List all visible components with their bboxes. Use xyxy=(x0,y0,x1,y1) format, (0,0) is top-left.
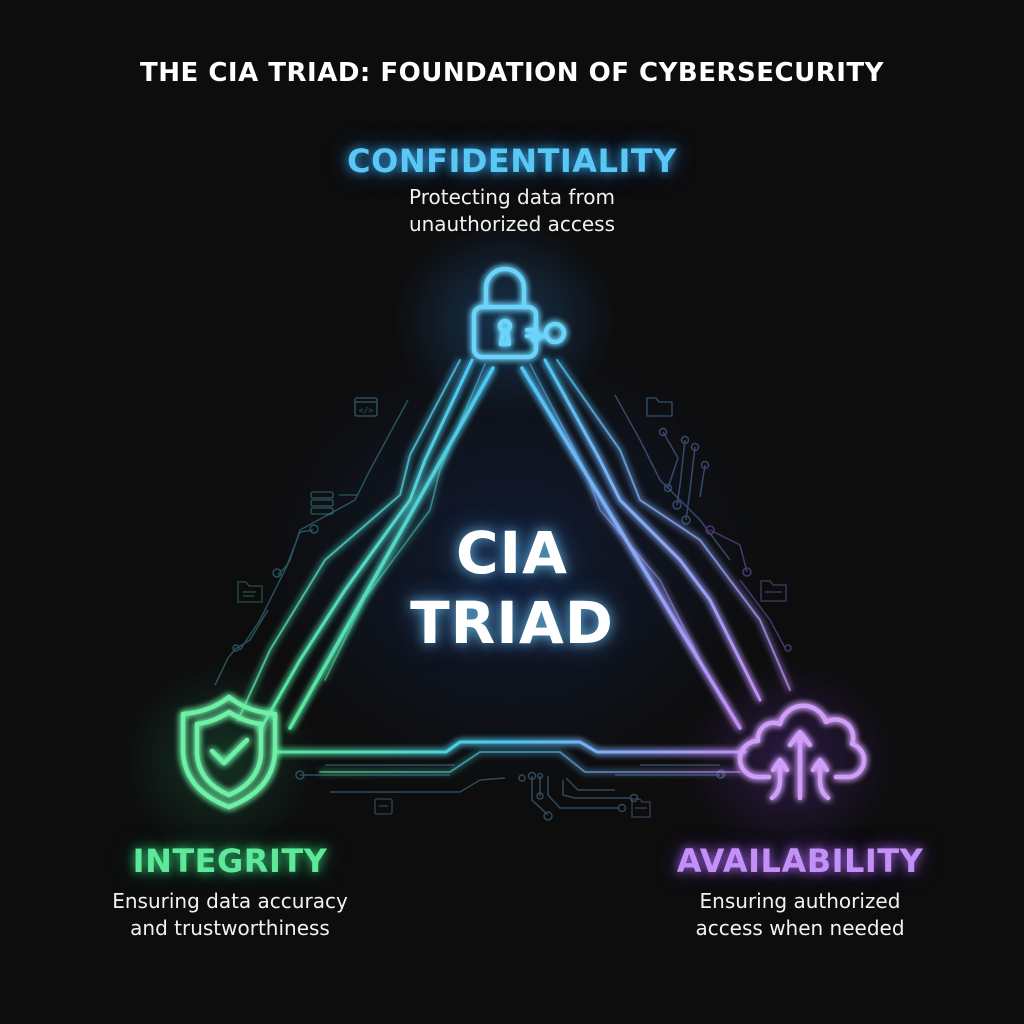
shield-check-icon xyxy=(180,694,278,810)
decor-icons: </> xyxy=(237,397,787,818)
triangle-neon xyxy=(237,358,791,773)
confidentiality-desc-line2: unauthorized access xyxy=(408,212,616,236)
integrity-desc-line1: Ensuring data accuracy xyxy=(112,889,348,913)
pillar-confidentiality: CONFIDENTIALITY Protecting data from una… xyxy=(262,142,762,238)
circuit-traces xyxy=(214,394,792,821)
folder-icon xyxy=(631,798,651,818)
pillar-availability: AVAILABILITY Ensuring authorized access … xyxy=(610,842,990,942)
padlock-with-key-icon xyxy=(471,266,567,360)
integrity-label: INTEGRITY xyxy=(132,842,328,880)
document-folder-icon xyxy=(237,581,263,603)
availability-label: AVAILABILITY xyxy=(676,842,924,880)
code-window-icon: </> xyxy=(354,397,378,417)
confidentiality-desc-line1: Protecting data from xyxy=(409,185,615,209)
settings-window-icon xyxy=(374,798,393,815)
center-line1: CIA xyxy=(455,519,569,587)
center-title: CIA TRIAD xyxy=(362,518,662,658)
center-line2: TRIAD xyxy=(410,589,614,657)
cloud-upload-icon xyxy=(737,703,867,801)
integrity-desc-line2: and trustworthiness xyxy=(130,916,330,940)
confidentiality-label: CONFIDENTIALITY xyxy=(347,142,677,180)
folder-icon xyxy=(646,397,673,417)
page-title: THE CIA TRIAD: FOUNDATION OF CYBERSECURI… xyxy=(140,58,884,88)
availability-desc-line2: access when needed xyxy=(695,916,905,940)
pillar-integrity: INTEGRITY Ensuring data accuracy and tru… xyxy=(40,842,420,942)
server-rack-icon xyxy=(310,491,357,515)
availability-desc-line1: Ensuring authorized xyxy=(699,889,901,913)
svg-text:</>: </> xyxy=(359,406,374,415)
folder-icon xyxy=(760,580,787,602)
